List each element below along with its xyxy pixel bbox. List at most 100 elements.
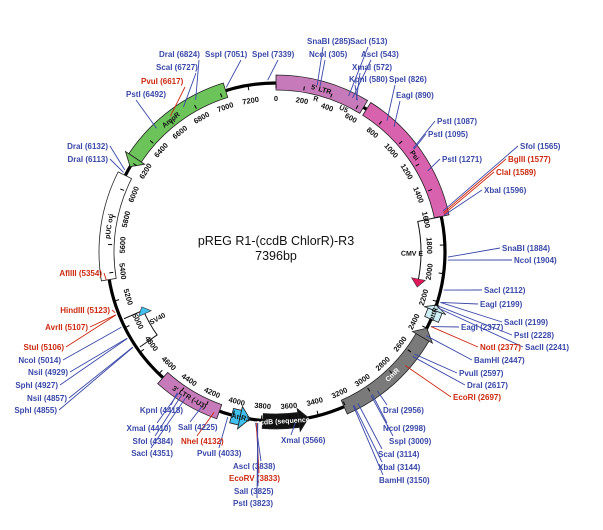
- site-label: SacII (2199): [504, 318, 548, 327]
- site-leader-line: [135, 99, 157, 129]
- site-label: PvuI (6617): [141, 77, 184, 86]
- site-drai: DraI (2617): [412, 356, 508, 390]
- feature-ccdb-sequence: ccdB (sequence...: [256, 407, 316, 433]
- feature-label: pUC ori: [105, 213, 116, 239]
- site-psti: PstI (1087): [412, 117, 477, 149]
- site-leader-line: [414, 353, 458, 374]
- tick-mark: [422, 325, 427, 329]
- tick-mark: [432, 299, 437, 302]
- site-label: PstI (1271): [442, 155, 482, 164]
- feature-band: [424, 307, 443, 323]
- site-leader-line: [89, 314, 117, 328]
- site-label: SalI (4225): [178, 423, 218, 432]
- site-label: NcoI (305): [309, 50, 348, 59]
- tick-mark: [378, 121, 382, 125]
- feature-arrow-head-icon: [236, 405, 251, 430]
- tick-mark: [140, 348, 145, 353]
- site-label: PvuII (4033): [197, 449, 242, 458]
- tick-mark: [181, 387, 185, 392]
- site-ncoi: NcoI (1904): [447, 256, 557, 265]
- feature-arrow-head-icon: [296, 407, 310, 433]
- site-label: PstI (1087): [437, 117, 477, 126]
- site-leader-line: [430, 326, 479, 348]
- site-label: SacI (2112): [484, 286, 526, 295]
- site-leader-line: [413, 133, 427, 150]
- site-drai: DraI (6113): [68, 155, 124, 173]
- tick-mark: [367, 387, 371, 392]
- site-label: SfoI (1565): [520, 142, 561, 151]
- tick-label: 800: [365, 125, 380, 140]
- site-leader-line: [267, 59, 279, 81]
- site-kpni: KpnI (4418): [140, 392, 183, 415]
- site-leader-line: [62, 326, 122, 361]
- site-leader-line: [111, 309, 116, 313]
- site-leader-line: [443, 158, 507, 213]
- site-leader-line: [150, 397, 186, 449]
- site-label: DraI (2956): [383, 406, 424, 415]
- site-psti: PstI (2228): [438, 306, 554, 340]
- site-scai: ScaI (6727): [156, 63, 198, 108]
- tick-label: 2000: [424, 263, 435, 281]
- tick-mark: [111, 215, 116, 218]
- tick-mark: [303, 86, 305, 91]
- feature-arrow-head-icon: [410, 277, 427, 288]
- site-leader-line: [447, 247, 501, 258]
- site-leader-line: [353, 405, 383, 463]
- site-label: NcoI (2998): [383, 424, 426, 433]
- feature-puc-ori: pUC ori: [98, 171, 133, 282]
- tick-label: 4600: [160, 354, 178, 372]
- feature-band: [261, 412, 301, 430]
- site-label: SnaBI (1884): [502, 244, 550, 253]
- site-label: ScaI (6727): [156, 63, 198, 72]
- feature-label: ccdB (sequence...: [256, 417, 316, 427]
- site-scai: ScaI (3114): [357, 403, 420, 459]
- site-label: DraI (6824): [159, 50, 200, 59]
- site-label: NsiI (4857): [27, 394, 67, 403]
- site-clai: ClaI (1589): [443, 168, 536, 215]
- tick-mark: [159, 369, 163, 374]
- tick-label: 400: [320, 101, 335, 114]
- site-leader-line: [386, 84, 396, 121]
- feature-label: SV40: [149, 312, 167, 327]
- tick-mark: [132, 163, 137, 167]
- ltr-sublabel: U5: [338, 105, 349, 115]
- feature-band: [275, 74, 369, 114]
- site-drai: DraI (6824): [159, 50, 200, 100]
- site-leader-line: [68, 346, 133, 399]
- site-leader-line: [225, 59, 242, 88]
- plasmid-name: pREG R1-(ccdB ChlorR)-R3: [198, 234, 354, 248]
- tick-label: 1600: [420, 211, 432, 229]
- site-leader-line: [393, 100, 401, 127]
- site-leader-line: [109, 145, 126, 171]
- site-bamhi: BamHI (2447): [426, 335, 525, 365]
- site-label: KpnI (580): [349, 75, 388, 84]
- site-leader-line: [319, 59, 326, 86]
- tick-mark: [194, 104, 197, 109]
- tick-mark: [355, 105, 359, 110]
- site-label: SspI (3009): [389, 437, 432, 446]
- tick-mark: [330, 93, 333, 98]
- site-label: AflIII (5354): [59, 269, 102, 278]
- tick-label: 4000: [228, 395, 246, 408]
- site-leader-line: [348, 46, 369, 97]
- site-label: NcoI (5014): [18, 356, 61, 365]
- site-label: NsiI (4929): [28, 368, 68, 377]
- site-bamhi: BamHI (3150): [352, 405, 430, 485]
- site-label: EagI (2199): [480, 300, 523, 309]
- site-sfoi: SfoI (4384): [133, 395, 182, 446]
- site-afliii: AflIII (5354): [59, 269, 107, 281]
- site-sphi: SphI (4927): [15, 338, 128, 390]
- site-label: SphI (4855): [14, 406, 57, 415]
- site-label: SpeI (7339): [252, 50, 295, 59]
- tick-label: 6000: [126, 185, 141, 204]
- site-label: AscI (3838): [233, 462, 276, 471]
- feature-arrow-head-icon: [411, 327, 434, 345]
- site-leader-line: [352, 405, 384, 476]
- tick-label: 5600: [118, 237, 128, 254]
- tick-mark: [342, 401, 346, 406]
- site-xbai: XbaI (1596): [443, 186, 527, 216]
- site-saci: SacI (2112): [443, 286, 526, 295]
- site-label: AvrII (5107): [45, 323, 88, 332]
- site-ncoi: NcoI (2998): [371, 394, 426, 433]
- feature-band: [98, 171, 133, 282]
